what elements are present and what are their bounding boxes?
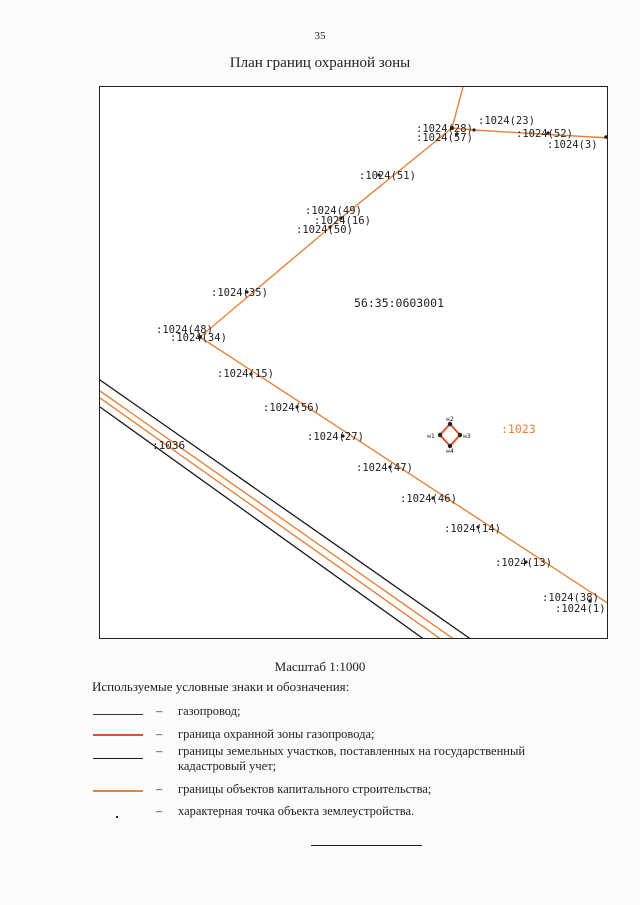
map-scale: Масштаб 1:1000	[274, 659, 366, 674]
legend-text: газопровод;	[178, 704, 241, 718]
legend-dash: –	[156, 704, 163, 718]
vertex-point	[249, 372, 253, 376]
vertex-point	[604, 135, 607, 139]
vertex-point	[472, 128, 476, 132]
map-canvas: :1024(28) :1024(57) :1024(23) :1024(52) …	[100, 87, 607, 638]
node-point	[457, 432, 463, 438]
node-point	[447, 421, 453, 427]
point-label: :1024(52)	[516, 128, 573, 140]
point-label: :1024(28)	[416, 123, 473, 135]
node-label: н3	[463, 432, 471, 440]
vertex-point	[328, 225, 332, 229]
node-label: н2	[446, 415, 454, 423]
point-label: :1024(57)	[416, 132, 473, 144]
node-label: н4	[446, 447, 454, 455]
legend-text: границы объектов капитального строительс…	[178, 782, 432, 796]
page-title: План границ охранной зоны	[229, 55, 411, 71]
protection-zone-square	[438, 422, 462, 448]
legend-symbol-capital-boundaries	[93, 790, 143, 792]
vertex-point	[455, 132, 459, 136]
vertex-point	[388, 465, 392, 469]
point-label: :1024(1)	[555, 603, 606, 615]
legend-dash: –	[156, 744, 163, 758]
legend-text: характерная точка объекта землеустройств…	[178, 804, 415, 818]
legend-text: граница охранной зоны газопровода;	[178, 727, 375, 741]
page-number: 35	[314, 30, 326, 42]
vertex-point	[198, 335, 202, 339]
point-label: :1024(51)	[359, 170, 416, 182]
point-label: :1024(34)	[170, 332, 227, 344]
vertex-point	[546, 131, 550, 135]
parcel-cadastral-label: 56:35:0603001	[354, 296, 444, 310]
vertex-point	[450, 126, 454, 130]
vertex-point	[524, 560, 528, 564]
vertex-point	[341, 434, 345, 438]
node-point	[447, 443, 453, 449]
legend-symbol-gas-pipe	[93, 714, 143, 715]
point-label: :1024(13)	[495, 557, 552, 569]
point-label: :1024(27)	[307, 431, 364, 443]
vertex-markers	[198, 126, 607, 603]
capital-boundary-line	[100, 397, 441, 638]
point-label: :1024(35)	[211, 287, 268, 299]
land-boundary-line	[100, 406, 424, 638]
vertex-point	[588, 599, 592, 603]
map-frame: :1024(28) :1024(57) :1024(23) :1024(52) …	[99, 86, 608, 639]
legend-symbol-land-boundaries	[93, 758, 143, 759]
legend-dash: –	[156, 804, 163, 818]
land-boundary-line	[100, 379, 471, 638]
point-label: :1024(15)	[217, 368, 274, 380]
point-label: :1024(47)	[356, 462, 413, 474]
legend-title: Используемые условные знаки и обозначени…	[92, 679, 350, 694]
capital-boundary-line	[100, 390, 454, 638]
point-label: :1024(50)	[296, 224, 353, 236]
legend-symbol-protection-zone	[93, 734, 143, 736]
point-label: :1024(16)	[314, 215, 371, 227]
point-label: :1024(49)	[305, 205, 362, 217]
vertex-point	[476, 525, 480, 529]
road-parcel-label: :1036	[152, 439, 185, 452]
vertex-point	[339, 216, 343, 220]
vertex-point	[431, 496, 435, 500]
point-label: :1024(56)	[263, 402, 320, 414]
legend-dash: –	[156, 782, 163, 796]
vertex-point	[245, 290, 249, 294]
point-label: :1024(46)	[400, 493, 457, 505]
point-label: :1024(23)	[478, 115, 535, 127]
footer-line	[311, 845, 422, 846]
adjacent-parcel-label: :1023	[501, 422, 536, 436]
point-label: :1024(48)	[156, 324, 213, 336]
node-point	[437, 432, 443, 438]
node-label: н1	[427, 432, 435, 440]
parcel-boundary-line	[198, 127, 607, 604]
legend-dash: –	[156, 727, 163, 741]
point-label: :1024(3)	[547, 139, 598, 151]
point-label: :1024(14)	[444, 523, 501, 535]
vertex-point	[295, 405, 299, 409]
vertex-point	[377, 173, 381, 177]
legend-symbol-point	[116, 816, 118, 818]
legend-text: границы земельных участков, поставленных…	[178, 744, 526, 773]
point-label: :1024(38)	[542, 592, 599, 604]
